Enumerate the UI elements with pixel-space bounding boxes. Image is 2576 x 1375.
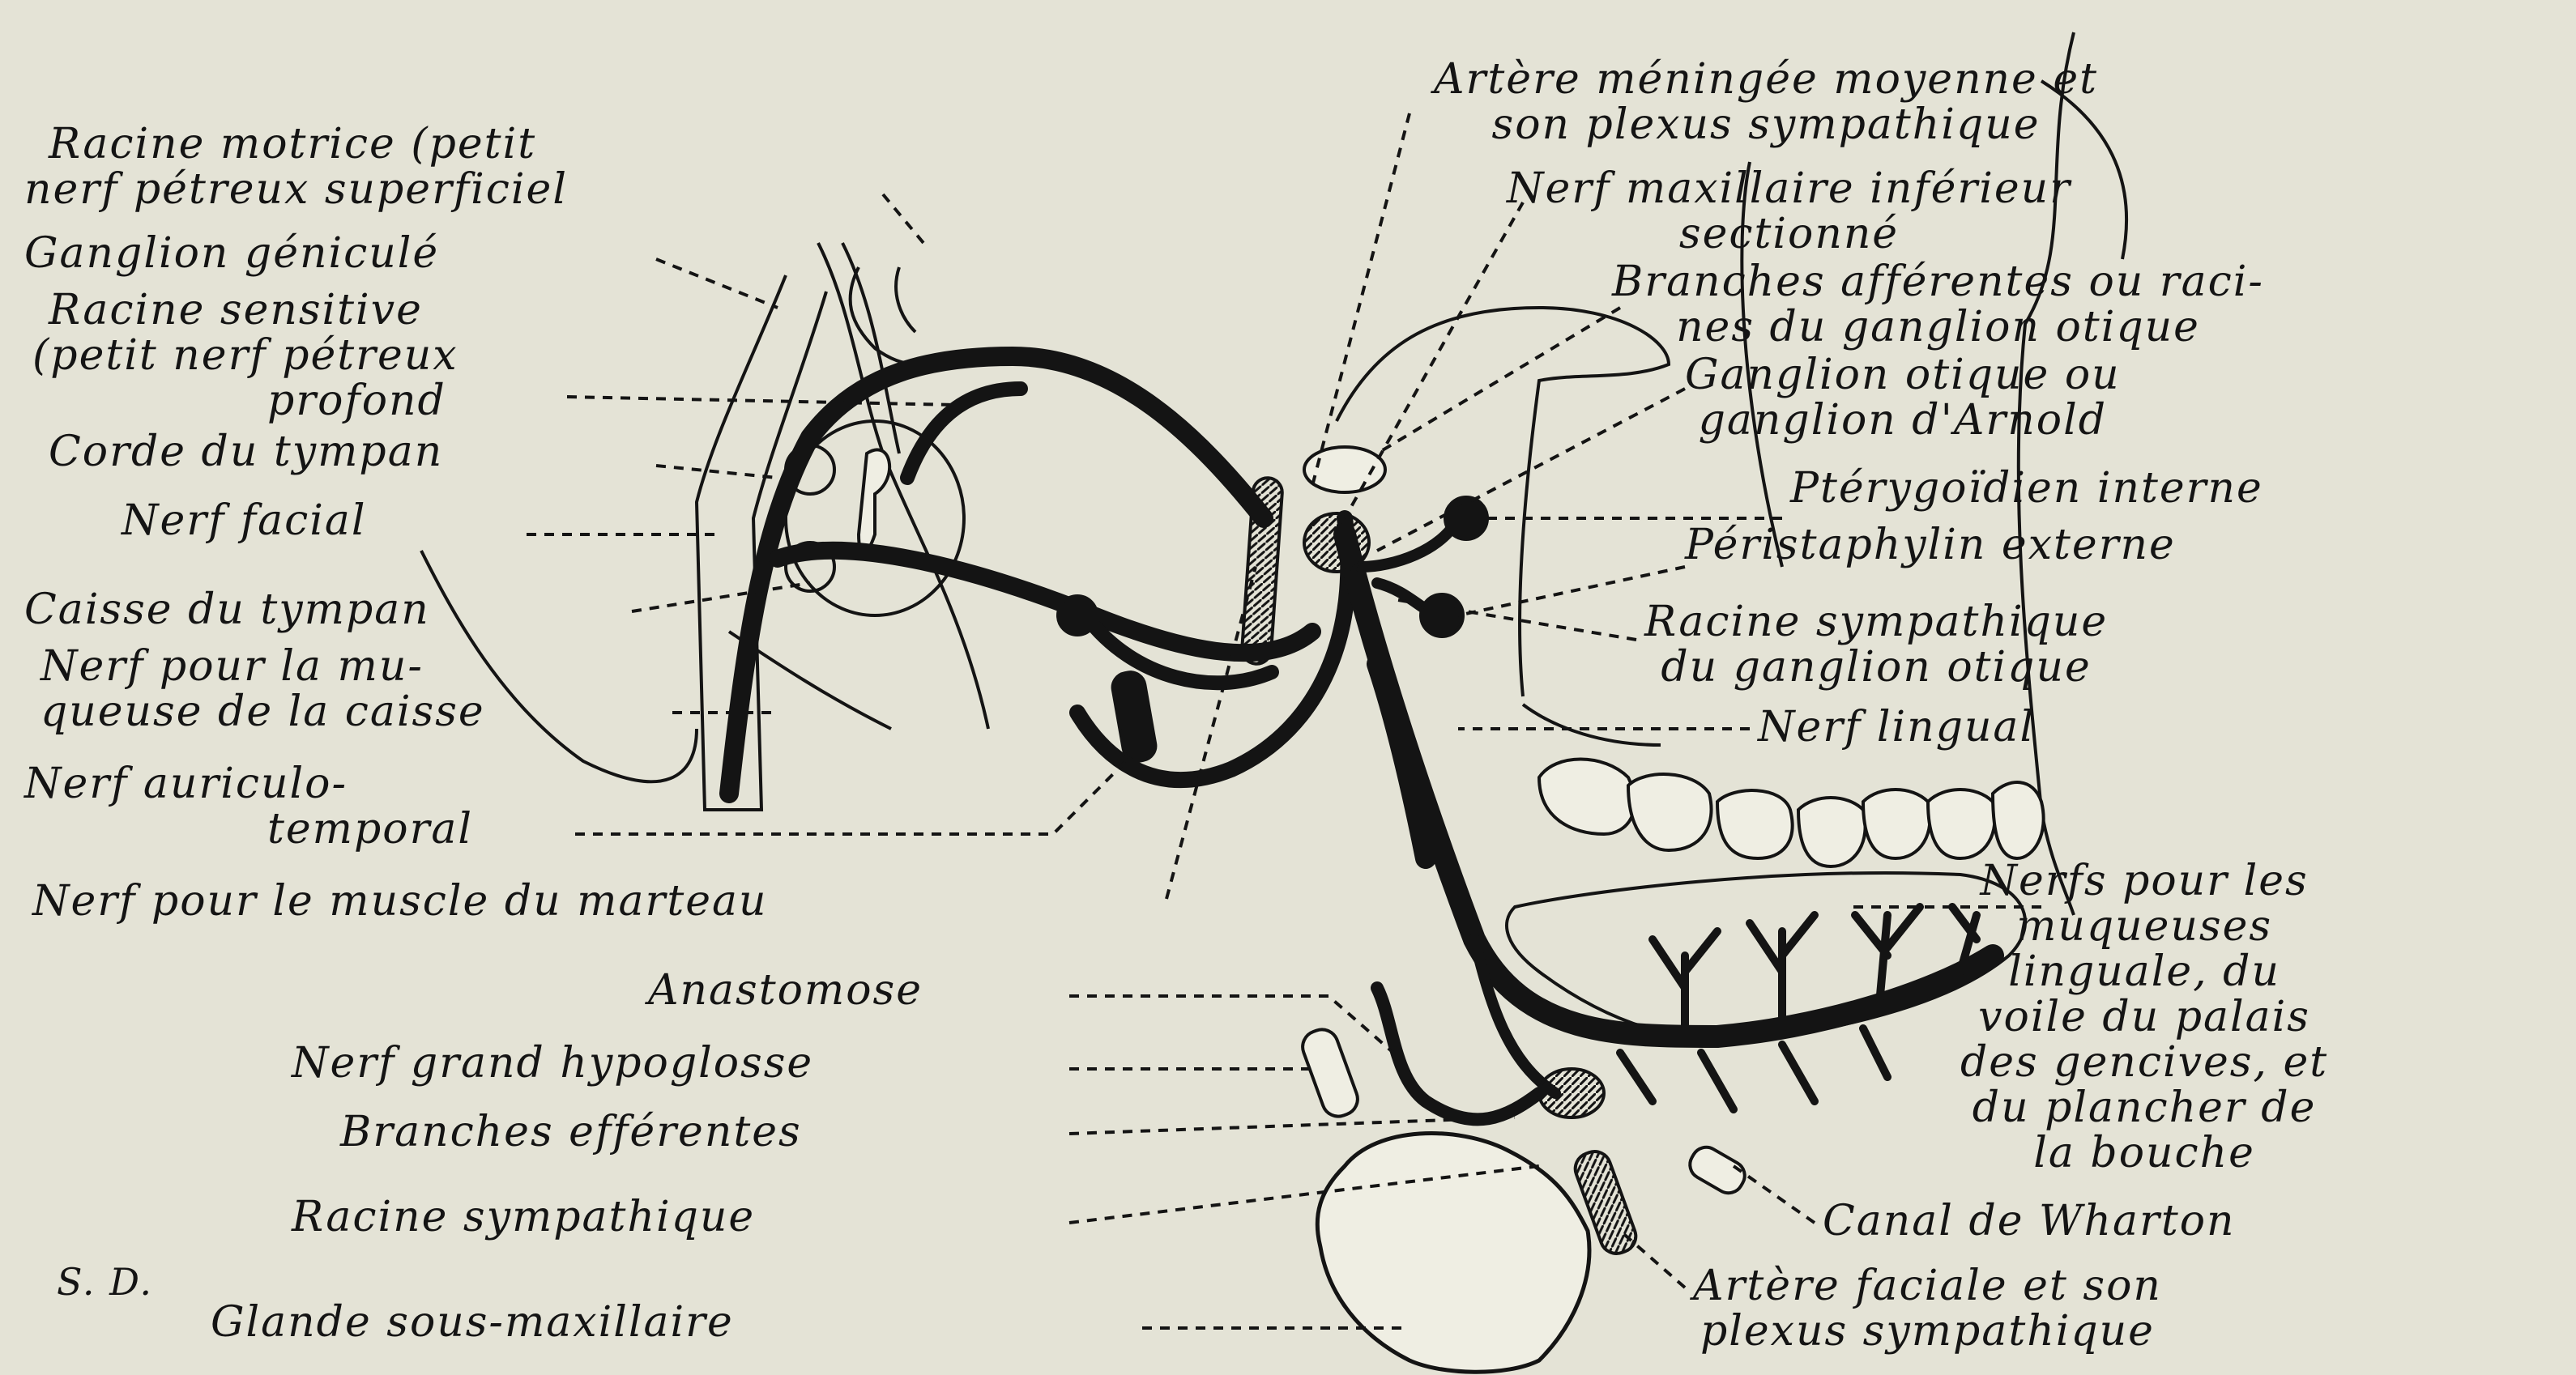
label-racine-sympathique-otique: Racine sympathique du ganglion otique — [1644, 599, 2108, 690]
label-nerf-maxillaire-line2: sectionné — [1507, 211, 2071, 257]
label-nerfs-muqueuses-line7: la bouche — [1960, 1130, 2328, 1176]
label-racine-sympathique-otique-line1: Racine sympathique — [1644, 599, 2108, 645]
label-nerfs-muqueuses: Nerfs pour les muqueuses linguale, du vo… — [1960, 858, 2328, 1176]
label-branches-afferentes: Branches afférentes ou raci- nes du gang… — [1612, 259, 2264, 350]
label-corde-tympan: Corde du tympan — [49, 429, 443, 475]
label-racine-sensitive-line3: profond — [32, 378, 458, 424]
label-artere-meningee-line2: son plexus sympathique — [1434, 102, 2098, 147]
label-nerfs-muqueuses-line6: du plancher de — [1960, 1085, 2328, 1130]
label-ganglion-otique-line2: ganglion d'Arnold — [1685, 398, 2121, 443]
label-ganglion-genicule: Ganglion géniculé — [24, 231, 439, 276]
label-artere-faciale: Artère faciale et son plexus sympathique — [1693, 1263, 2162, 1354]
label-nerf-muqueuse-line2: queuse de la caisse — [41, 689, 485, 734]
label-ganglion-otique: Ganglion otique ou ganglion d'Arnold — [1685, 352, 2121, 443]
label-nerf-auriculo-line1: Nerf auriculo- — [24, 761, 473, 807]
label-artere-meningee: Artère méningée moyenne et son plexus sy… — [1434, 57, 2098, 147]
teeth — [1539, 760, 2044, 867]
lingual-branches — [1620, 907, 1977, 1109]
label-nerf-muqueuse: Nerf pour la mu- queuse de la caisse — [41, 644, 485, 734]
label-nerfs-muqueuses-line4: voile du palais — [1960, 994, 2328, 1040]
label-peristaphylin: Péristaphylin externe — [1685, 522, 2176, 568]
label-nerf-maxillaire: Nerf maxillaire inférieur sectionné — [1507, 166, 2071, 257]
label-racine-sensitive-line1: Racine sensitive — [32, 287, 458, 333]
label-nerf-auriculo-line2: temporal — [24, 807, 473, 852]
label-racine-motrice: Racine motrice (petit nerf pétreux super… — [24, 121, 568, 212]
label-nerf-facial: Nerf facial — [122, 498, 367, 543]
label-artere-meningee-line1: Artère méningée moyenne et — [1434, 57, 2098, 102]
label-nerf-lingual: Nerf lingual — [1758, 705, 2035, 750]
label-glande: Glande sous-maxillaire — [211, 1300, 734, 1345]
signature: S. D. — [57, 1259, 153, 1305]
label-pterygoidien: Ptérygoïdien interne — [1790, 466, 2263, 511]
label-nerf-auriculo: Nerf auriculo- temporal — [24, 761, 473, 852]
label-anastomose: Anastomose — [648, 968, 923, 1013]
label-racine-sensitive-line2: (petit nerf pétreux — [32, 333, 458, 378]
label-artere-faciale-line1: Artère faciale et son — [1693, 1263, 2162, 1309]
label-nerf-muqueuse-line1: Nerf pour la mu- — [41, 644, 485, 689]
label-branches-afferentes-line1: Branches afférentes ou raci- — [1612, 259, 2264, 304]
label-racine-motrice-line1: Racine motrice (petit — [24, 121, 568, 167]
label-racine-sensitive: Racine sensitive (petit nerf pétreux pro… — [32, 287, 458, 424]
label-caisse-tympan: Caisse du tympan — [24, 587, 430, 632]
label-nerfs-muqueuses-line1: Nerfs pour les — [1960, 858, 2328, 904]
label-nerfs-muqueuses-line3: linguale, du — [1960, 949, 2328, 994]
label-canal-wharton: Canal de Wharton — [1823, 1198, 2236, 1244]
label-nerf-marteau: Nerf pour le muscle du marteau — [32, 879, 768, 924]
label-nerf-maxillaire-line1: Nerf maxillaire inférieur — [1507, 166, 2071, 211]
label-racine-motrice-line2: nerf pétreux superficiel — [24, 167, 568, 212]
label-branches-efferentes: Branches efférentes — [340, 1109, 802, 1155]
label-nerfs-muqueuses-line2: muqueuses — [1960, 904, 2328, 949]
submaxillary-gland — [1317, 1134, 1589, 1373]
label-nerfs-muqueuses-line5: des gencives, et — [1960, 1040, 2328, 1085]
label-racine-sympathique: Racine sympathique — [292, 1194, 755, 1240]
label-grand-hypoglosse: Nerf grand hypoglosse — [292, 1041, 813, 1086]
label-branches-afferentes-line2: nes du ganglion otique — [1612, 304, 2264, 350]
label-ganglion-otique-line1: Ganglion otique ou — [1685, 352, 2121, 398]
label-artere-faciale-line2: plexus sympathique — [1693, 1309, 2162, 1354]
label-racine-sympathique-otique-line2: du ganglion otique — [1644, 645, 2108, 690]
